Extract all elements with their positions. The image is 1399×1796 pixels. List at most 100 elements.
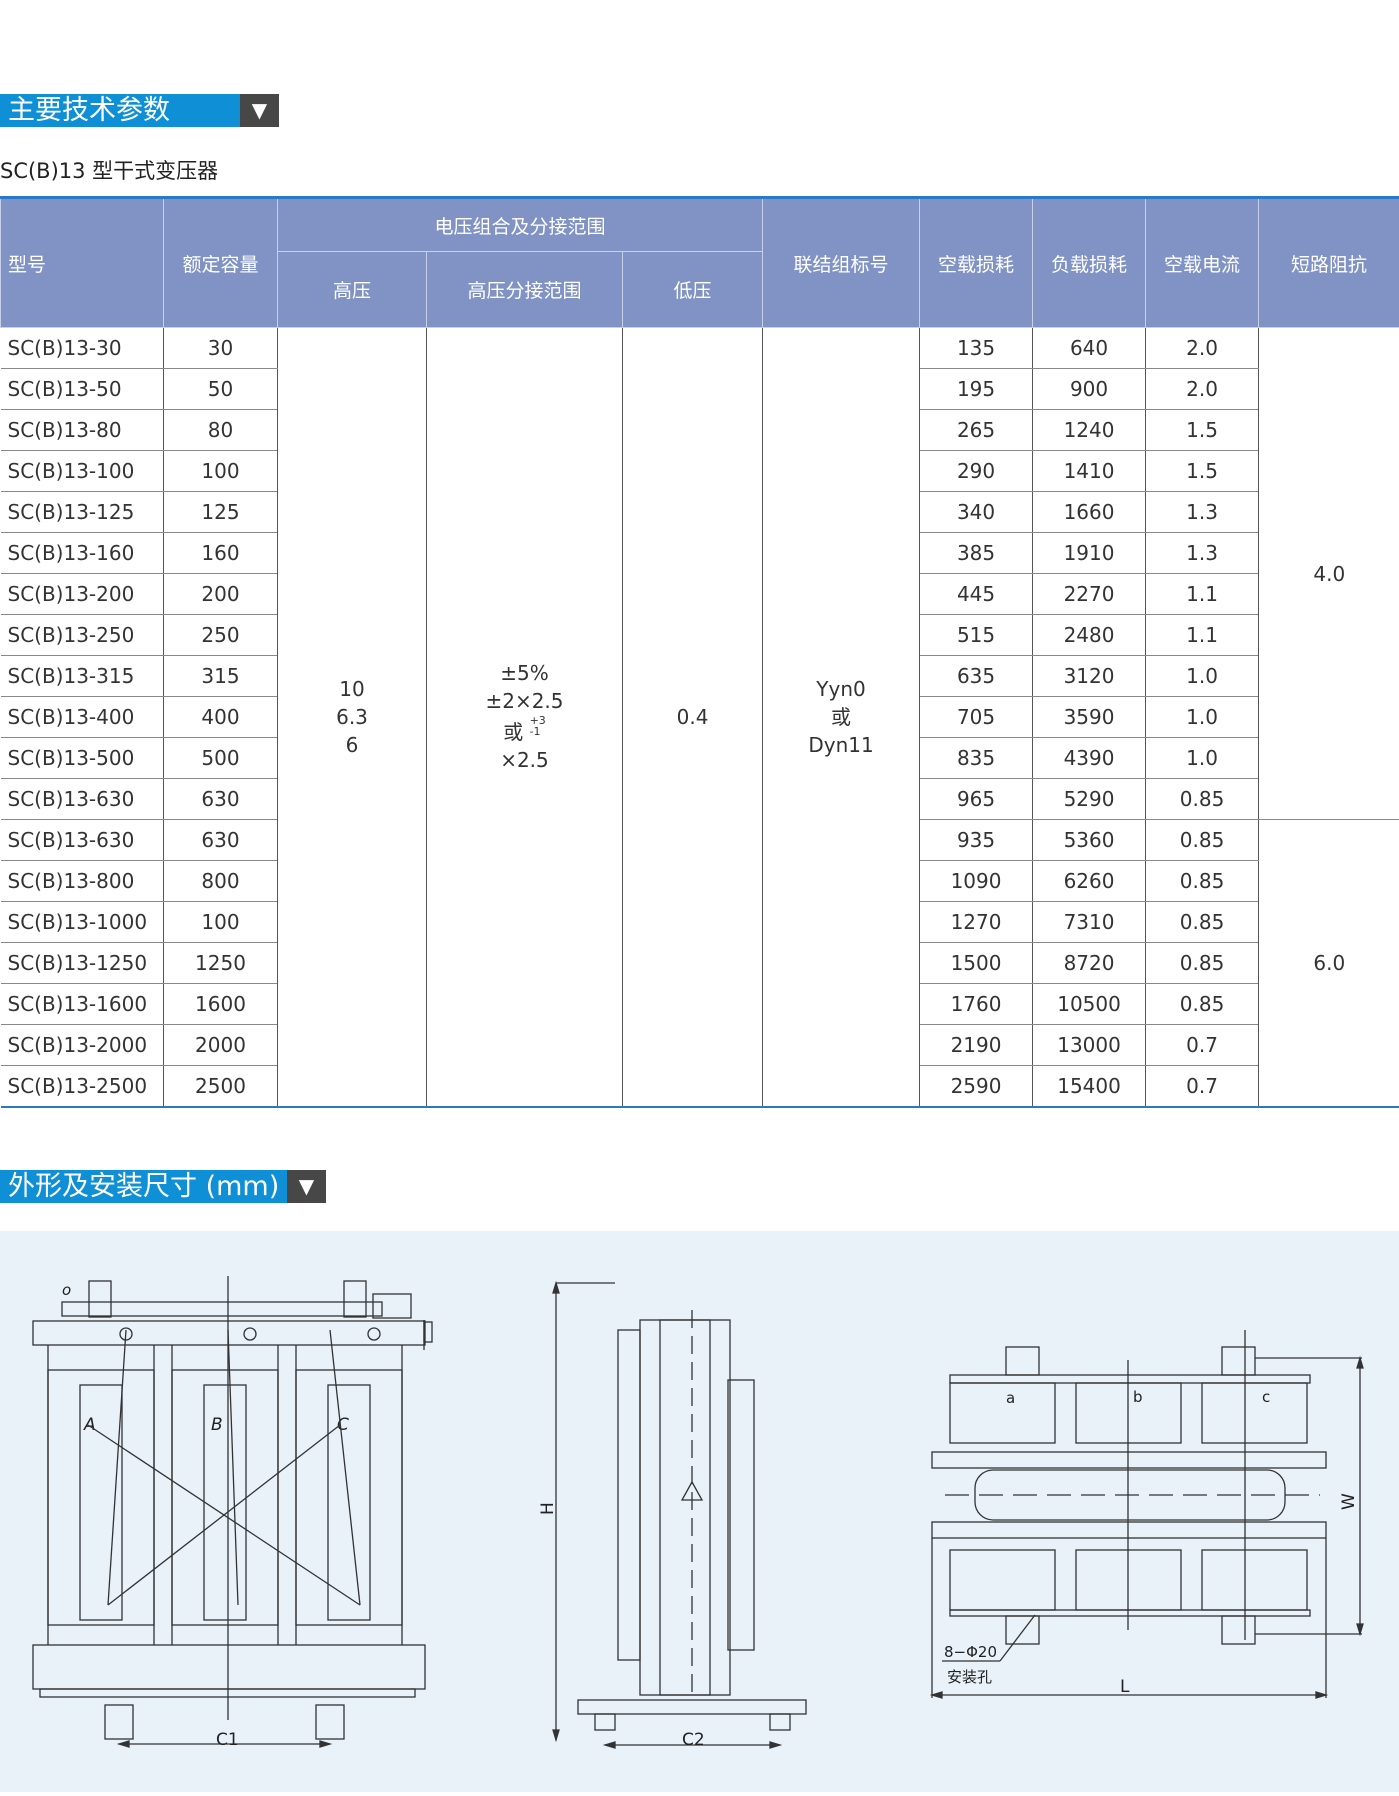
cell-load-loss: 2270: [1033, 574, 1146, 615]
cell-capacity: 100: [164, 451, 278, 492]
header-hv: 高压: [278, 252, 427, 328]
label-C2: C2: [682, 1730, 705, 1750]
top-view-drawing: a b c W L 8−Φ20 安装孔: [932, 1330, 1363, 1698]
cell-load-loss: 640: [1033, 328, 1146, 369]
cell-model: SC(B)13-80: [1, 410, 164, 451]
hv-value: 10: [278, 675, 426, 703]
cell-capacity: 1600: [164, 984, 278, 1025]
header-impedance: 短路阻抗: [1259, 198, 1399, 328]
label-a: a: [1006, 1389, 1015, 1407]
cell-capacity: 100: [164, 902, 278, 943]
cell-model: SC(B)13-2500: [1, 1066, 164, 1107]
cell-noload-current: 0.85: [1146, 861, 1259, 902]
label-A: A: [83, 1415, 96, 1435]
cell-capacity: 2500: [164, 1066, 278, 1107]
cell-noload-current: 0.85: [1146, 943, 1259, 984]
cell-load-loss: 900: [1033, 369, 1146, 410]
header-load-loss: 负载损耗: [1033, 198, 1146, 328]
label-o: o: [62, 1281, 71, 1299]
header-vector: 联结组标号: [763, 198, 920, 328]
cell-noload-loss: 935: [920, 820, 1033, 861]
section-title: 主要技术参数: [0, 94, 240, 127]
spec-table: 型号 额定容量 电压组合及分接范围 联结组标号 空载损耗 负载损耗 空载电流 短…: [0, 196, 1399, 1108]
cell-noload-current: 1.5: [1146, 410, 1259, 451]
dropdown-toggle-icon[interactable]: ▼: [240, 94, 279, 127]
cell-load-loss: 4390: [1033, 738, 1146, 779]
cell-noload-current: 0.85: [1146, 902, 1259, 943]
cell-noload-current: 0.7: [1146, 1066, 1259, 1107]
label-hole-spec: 8−Φ20: [944, 1643, 997, 1661]
cell-model: SC(B)13-800: [1, 861, 164, 902]
label-b: b: [1133, 1388, 1143, 1406]
cell-capacity: 125: [164, 492, 278, 533]
cell-noload-current: 0.85: [1146, 984, 1259, 1025]
hv-value: 6.3: [278, 703, 426, 731]
cell-load-loss: 1910: [1033, 533, 1146, 574]
cell-capacity: 30: [164, 328, 278, 369]
cell-noload-current: 1.3: [1146, 533, 1259, 574]
tap-sub: -1: [530, 725, 541, 738]
cell-capacity: 160: [164, 533, 278, 574]
cell-model: SC(B)13-1600: [1, 984, 164, 1025]
cell-load-loss: 15400: [1033, 1066, 1146, 1107]
header-noload-current: 空载电流: [1146, 198, 1259, 328]
cell-model: SC(B)13-250: [1, 615, 164, 656]
label-C: C: [337, 1415, 349, 1435]
cell-model: SC(B)13-125: [1, 492, 164, 533]
cell-load-loss: 6260: [1033, 861, 1146, 902]
cell-noload-loss: 265: [920, 410, 1033, 451]
cell-noload-current: 1.3: [1146, 492, 1259, 533]
cell-capacity: 200: [164, 574, 278, 615]
cell-capacity: 500: [164, 738, 278, 779]
dropdown-toggle-icon[interactable]: ▼: [287, 1170, 326, 1203]
section-header-dimensions[interactable]: 外形及安装尺寸 (mm) ▼: [0, 1170, 326, 1203]
cell-noload-current: 0.7: [1146, 1025, 1259, 1066]
section-header-tech-params[interactable]: 主要技术参数 ▼: [0, 94, 279, 127]
label-hole: 安装孔: [947, 1668, 992, 1686]
cell-model: SC(B)13-500: [1, 738, 164, 779]
cell-noload-current: 1.1: [1146, 574, 1259, 615]
cell-noload-loss: 835: [920, 738, 1033, 779]
cell-model: SC(B)13-100: [1, 451, 164, 492]
cell-noload-loss: 1760: [920, 984, 1033, 1025]
cell-capacity: 630: [164, 820, 278, 861]
cell-load-loss: 1240: [1033, 410, 1146, 451]
cell-noload-current: 1.0: [1146, 697, 1259, 738]
cell-noload-current: 0.85: [1146, 779, 1259, 820]
cell-load-loss: 3120: [1033, 656, 1146, 697]
cell-noload-loss: 2190: [920, 1025, 1033, 1066]
cell-load-loss: 1660: [1033, 492, 1146, 533]
vector-value: 或: [763, 703, 919, 731]
cell-model: SC(B)13-400: [1, 697, 164, 738]
cell-capacity: 80: [164, 410, 278, 451]
header-voltage-group: 电压组合及分接范围: [278, 198, 763, 252]
label-W: W: [1339, 1493, 1359, 1510]
cell-load-loss: 7310: [1033, 902, 1146, 943]
cell-model: SC(B)13-630: [1, 820, 164, 861]
cell-capacity: 800: [164, 861, 278, 902]
dimension-drawings: o A B C C1 H C2 a b c W L 8−Φ20 安装孔: [0, 1231, 1399, 1792]
cell-lv: 0.4: [623, 328, 763, 1107]
label-B: B: [211, 1415, 223, 1435]
cell-capacity: 250: [164, 615, 278, 656]
cell-noload-loss: 705: [920, 697, 1033, 738]
cell-load-loss: 1410: [1033, 451, 1146, 492]
cell-noload-current: 0.85: [1146, 820, 1259, 861]
cell-noload-loss: 1270: [920, 902, 1033, 943]
cell-noload-loss: 1090: [920, 861, 1033, 902]
cell-impedance: 4.0: [1259, 328, 1399, 820]
cell-noload-current: 1.1: [1146, 615, 1259, 656]
cell-capacity: 2000: [164, 1025, 278, 1066]
cell-load-loss: 3590: [1033, 697, 1146, 738]
cell-model: SC(B)13-630: [1, 779, 164, 820]
cell-capacity: 1250: [164, 943, 278, 984]
cell-load-loss: 13000: [1033, 1025, 1146, 1066]
cell-model: SC(B)13-315: [1, 656, 164, 697]
cell-noload-loss: 195: [920, 369, 1033, 410]
cell-noload-loss: 135: [920, 328, 1033, 369]
label-H: H: [538, 1502, 558, 1515]
tap-line: ±2×2.5: [427, 687, 622, 715]
